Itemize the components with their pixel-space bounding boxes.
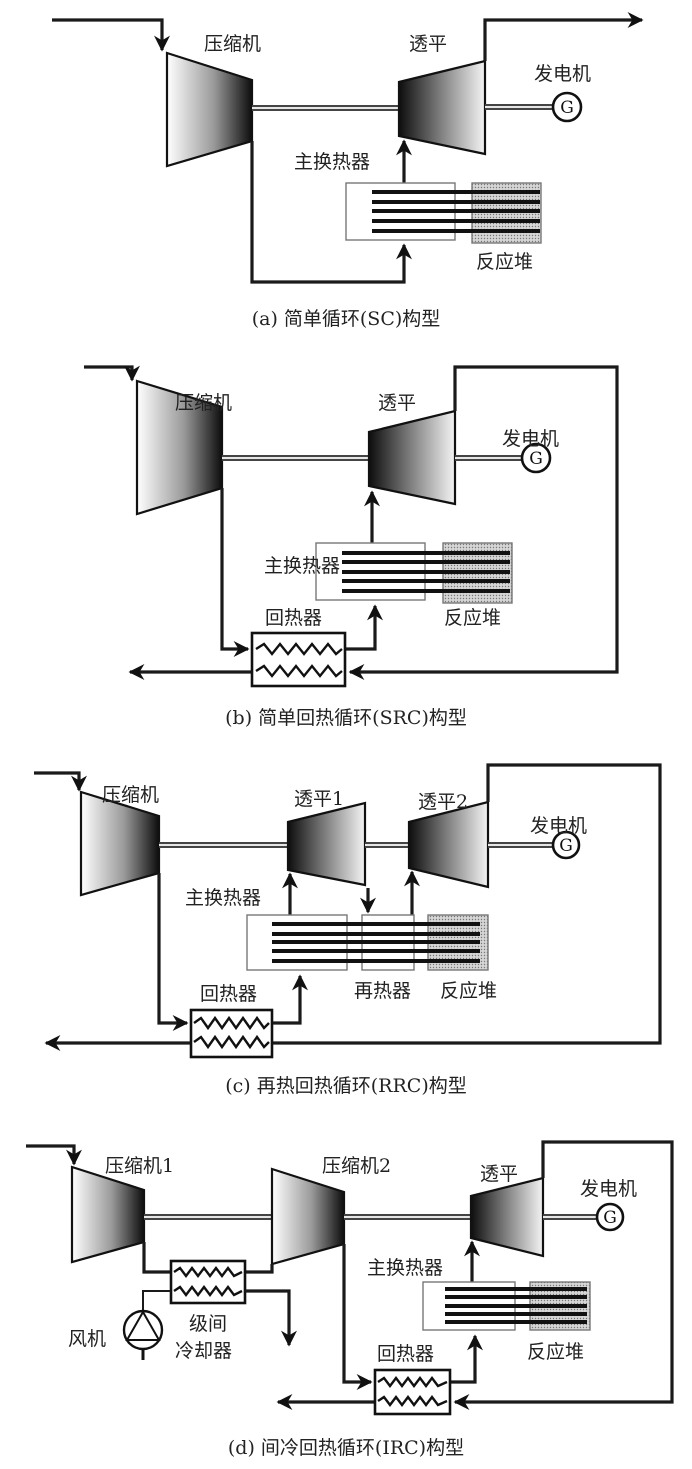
- reheater-label: 再热器: [354, 980, 411, 1002]
- intercooler-coil-air: [173, 1285, 243, 1297]
- turbine2-label: 透平2: [418, 791, 468, 813]
- compressor-to-hx-flow: [250, 141, 412, 284]
- intercooler-label-line2: 冷却器: [175, 1340, 232, 1362]
- recuperator-coil-hot: [193, 1015, 270, 1031]
- reactor-label: 反应堆: [476, 251, 533, 273]
- turbine-1: [286, 801, 367, 887]
- panel-b: G 压缩机 透平 发电机 主换热器 回热器 反应堆 (b) 简单回热循环(SRC…: [84, 365, 619, 729]
- reactor-label: 反应堆: [444, 607, 501, 629]
- generator-icon: [551, 91, 583, 123]
- turbine-label: 透平: [378, 392, 416, 414]
- recuperator: [373, 1368, 452, 1416]
- recuperator-label: 回热器: [200, 983, 257, 1005]
- intercooler-label-line1: 级间: [189, 1313, 227, 1335]
- fuel-rods: [445, 1287, 587, 1324]
- recuperator-label: 回热器: [377, 1343, 434, 1365]
- recuperator: [189, 1008, 274, 1059]
- compressor-label: 压缩机: [175, 392, 232, 414]
- generator-label: 发电机: [502, 428, 559, 450]
- intercooler: [169, 1259, 247, 1305]
- compressor-label: 压缩机: [204, 33, 261, 55]
- caption-c: (c) 再热回热循环(RRC)构型: [225, 1075, 466, 1097]
- turbine: [469, 1176, 545, 1258]
- generator-label: 发电机: [580, 1178, 637, 1200]
- inlet-flow-line: [26, 1144, 82, 1166]
- recuperator-coil-hot: [377, 1376, 448, 1388]
- recuperator: [250, 631, 347, 688]
- generator-icon: [520, 442, 552, 474]
- compressor1-label: 压缩机1: [105, 1155, 174, 1177]
- turbine-label: 透平: [480, 1163, 518, 1185]
- turbine-label: 透平: [409, 33, 447, 55]
- fan-to-intercooler-line: [142, 1290, 171, 1311]
- recuperator-to-hx-flow: [272, 974, 308, 1025]
- intercooler-coil-gas: [173, 1266, 243, 1278]
- fuel-rods: [342, 551, 510, 593]
- generator-icon: [595, 1202, 625, 1232]
- inlet-flow-line: [34, 771, 87, 792]
- main-hx-label: 主换热器: [294, 151, 370, 173]
- exhaust-flow-line: [483, 12, 644, 61]
- reactor-label: 反应堆: [527, 1341, 584, 1363]
- inlet-flow-line: [84, 365, 140, 382]
- compressor-to-recuperator-flow: [220, 488, 250, 657]
- turbine-exhaust-loop: [272, 763, 662, 1045]
- panel-c: G 压缩机 透平1 透平2 发电机 主换热器 回热器 再热器 反应堆 (c) 再…: [34, 763, 662, 1097]
- turbine-exhaust-loop: [453, 1140, 674, 1410]
- inlet-flow-line: [52, 18, 170, 52]
- fan-icon: [122, 1309, 164, 1360]
- main-hx-label: 主换热器: [367, 1257, 443, 1279]
- generator-label: 发电机: [534, 63, 591, 85]
- compressor: [165, 51, 254, 168]
- compressor-label: 压缩机: [102, 784, 159, 806]
- generator-symbol: G: [603, 1208, 617, 1228]
- main-hx-label: 主换热器: [264, 555, 340, 577]
- compressor1-to-intercooler-flow: [142, 1242, 171, 1274]
- cooling-air-outlet-flow: [245, 1289, 297, 1347]
- recuperator-coil-cold: [255, 664, 343, 678]
- generator-symbol: G: [559, 836, 573, 856]
- intercooler-to-compressor2-flow: [245, 1264, 274, 1274]
- compressor: [79, 790, 161, 897]
- turbine-exhaust-loop: [348, 365, 619, 680]
- recuperator-coil-cold: [377, 1395, 448, 1407]
- fuel-rods: [272, 922, 480, 963]
- panel-d: G 压缩机1 压缩机2 透平: [26, 1140, 674, 1459]
- turbine1-label: 透平1: [294, 788, 344, 810]
- recuperator-coil-cold: [193, 1034, 270, 1050]
- recuperator-to-hx-flow: [345, 604, 383, 651]
- caption-d: (d) 间冷回热循环(IRC)构型: [228, 1437, 464, 1459]
- fuel-rods: [372, 190, 540, 233]
- turbine: [367, 409, 457, 506]
- recuperator-to-hx-flow: [450, 1334, 483, 1384]
- turbine: [397, 59, 487, 156]
- caption-b: (b) 简单回热循环(SRC)构型: [225, 707, 467, 729]
- recuperator-coil-hot: [255, 642, 343, 656]
- generator-symbol: G: [529, 449, 543, 469]
- caption-a: (a) 简单循环(SC)构型: [252, 308, 441, 330]
- panel-a: G 压缩机 透平 发电机 主换热器 反应堆 (a) 简单循环(SC)构型: [52, 12, 644, 330]
- generator-icon: [551, 830, 581, 860]
- generator-label: 发电机: [530, 815, 587, 837]
- compressor2-label: 压缩机2: [322, 1155, 391, 1177]
- turbine-2: [407, 800, 490, 889]
- compressor-to-recuperator-flow: [342, 1244, 373, 1390]
- fan-label: 风机: [68, 1328, 106, 1350]
- reactor-label: 反应堆: [440, 980, 497, 1002]
- compressor-1: [70, 1165, 146, 1264]
- main-hx-label: 主换热器: [185, 887, 261, 909]
- recuperator-label: 回热器: [265, 607, 322, 629]
- compressor-to-recuperator-flow: [157, 873, 189, 1031]
- compressor-2: [270, 1167, 346, 1266]
- generator-symbol: G: [560, 98, 574, 118]
